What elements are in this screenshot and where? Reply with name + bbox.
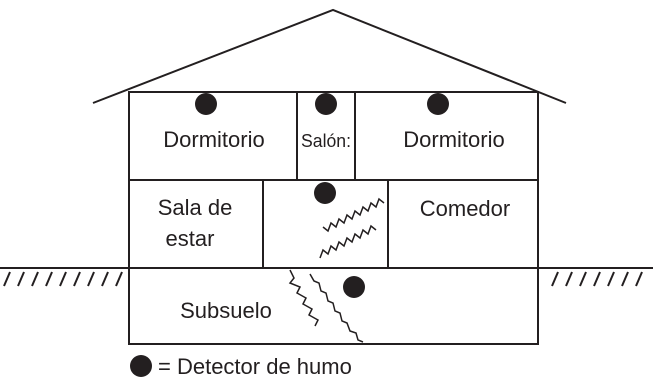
staircase-basement-right (309, 273, 364, 343)
room-label-bedroom-left: Dormitorio (163, 127, 264, 152)
ground-hatching-left (3, 271, 123, 287)
smoke-detector-legend-icon (130, 355, 152, 377)
smoke-detector-basement (343, 276, 365, 298)
smoke-detector-bedroom-right (427, 93, 449, 115)
room-label-living-room-line1: Sala de (158, 195, 233, 220)
staircase-basement-left (288, 269, 319, 327)
staircase-main-lower (319, 224, 377, 259)
staircase-main-upper (322, 197, 385, 233)
room-label-bedroom-right: Dormitorio (403, 127, 504, 152)
smoke-detector-bedroom-left (195, 93, 217, 115)
room-label-dining-room: Comedor (420, 196, 510, 221)
roof (92, 8, 567, 104)
room-label-basement: Subsuelo (180, 298, 272, 323)
room-label-hallway: Salón: (301, 131, 351, 151)
smoke-detector-stairwell (314, 182, 336, 204)
smoke-detector-hallway (315, 93, 337, 115)
room-label-living-room-line2: estar (166, 226, 215, 251)
house-outline (128, 91, 539, 345)
legend-label: = Detector de humo (158, 354, 352, 377)
ground-hatching-right (551, 271, 643, 287)
